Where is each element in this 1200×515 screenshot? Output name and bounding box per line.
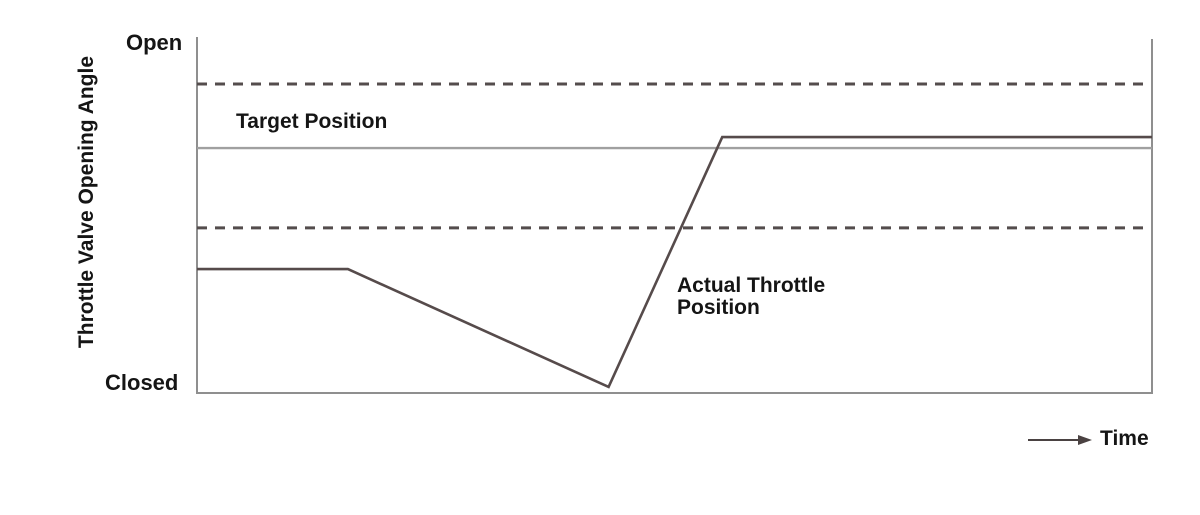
y-axis-max-label: Open xyxy=(126,30,183,55)
axis-frame xyxy=(196,37,1153,394)
x-axis-title: Time xyxy=(1100,427,1149,450)
actual-throttle-position-label: Actual Throttle Position xyxy=(677,274,826,319)
right-arrow-icon-head xyxy=(1078,435,1092,445)
y-axis-min-label: Closed xyxy=(105,370,179,395)
actual-throttle-line xyxy=(197,135,1152,389)
y-axis-title: Throttle Valve Opening Angle xyxy=(74,55,98,349)
target-position-label: Target Position xyxy=(236,110,388,133)
